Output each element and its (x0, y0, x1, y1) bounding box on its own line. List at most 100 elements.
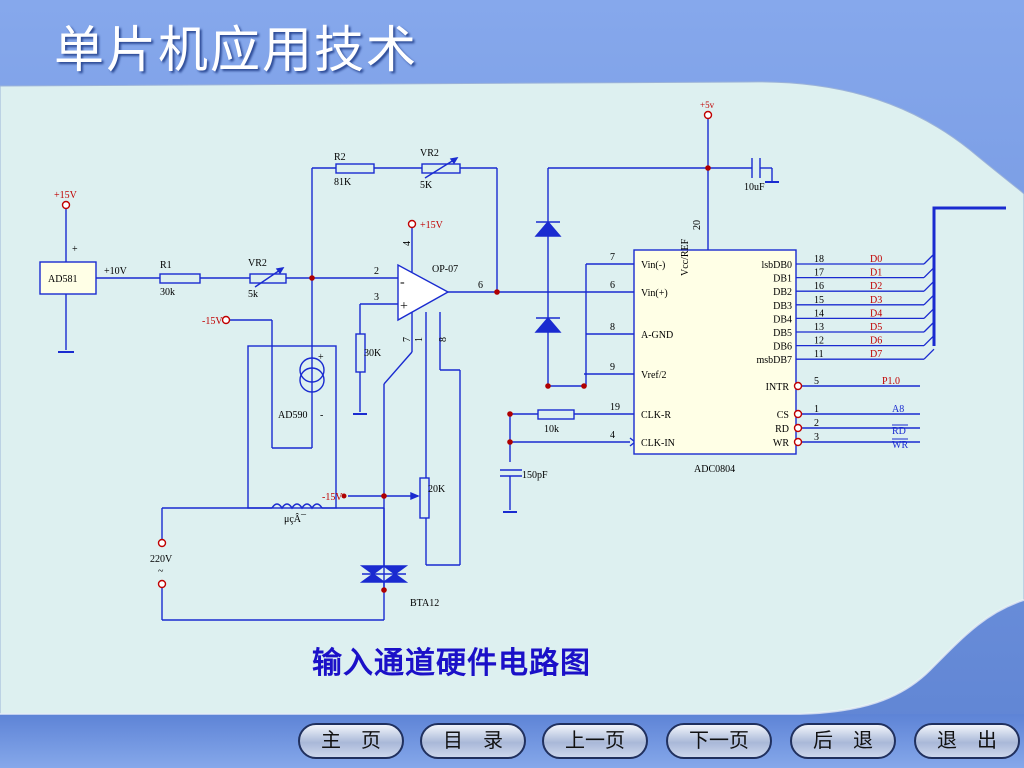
opamp-pin4: 4 (402, 241, 413, 246)
adc-left-pin-label: Vref/2 (641, 370, 667, 381)
adc-data-pin-label: DB6 (773, 342, 792, 353)
v10-label: +10V (104, 266, 128, 277)
r2-label: R2 (334, 152, 346, 163)
adc-ctrl-pin-label: RD (775, 424, 789, 435)
adc-data-pin-num: 18 (814, 254, 824, 265)
adc-label: ADC0804 (694, 464, 735, 475)
cap150-label: 150pF (522, 470, 548, 481)
ad581-supply-label: +15V (54, 190, 78, 201)
adc-data-pin-label: msbDB7 (756, 355, 792, 366)
nav-home-button[interactable]: 主 页 (298, 723, 404, 759)
r10k-label: 10k (544, 424, 559, 435)
nav-exit-button[interactable]: 退 出 (914, 723, 1020, 759)
adc-vcc-label: Vcc/REF (680, 238, 691, 276)
data-bus-net-label: D2 (870, 281, 882, 292)
adc-data-pin-label: DB3 (773, 301, 792, 312)
r30k-label: 30K (364, 348, 382, 359)
adc0804-chip (633, 249, 797, 455)
adc-left-pin-num: 4 (610, 430, 615, 441)
adc-pin20: 20 (692, 220, 703, 230)
opamp-minus: - (400, 275, 405, 290)
adc-left-pin-label: CLK-IN (641, 438, 675, 449)
adc-left-pin-num: 7 (610, 252, 615, 263)
ctrl-net-label: A8 (892, 404, 904, 415)
ad590-minus: - (320, 410, 323, 421)
vr2-input-label: VR2 (248, 258, 267, 269)
ad581-plus-label: + (72, 244, 78, 255)
slide-title: 单片机应用技术 (54, 21, 418, 79)
adc-data-pin-num: 17 (814, 268, 824, 279)
adc-data-pin-label: DB4 (773, 314, 792, 325)
adc-ctrl-pin-label: WR (773, 438, 789, 449)
heater-coil (271, 503, 323, 510)
ad581-label: AD581 (48, 274, 77, 285)
ad590-sensor (299, 357, 325, 383)
adc-ctrl-pin-num: 3 (814, 432, 819, 443)
adc-left-pin-label: Vin(+) (641, 288, 668, 299)
adc-data-pin-label: DB5 (773, 328, 792, 339)
vr2-feedback-value: 5K (420, 180, 433, 191)
ad590-label: AD590 (278, 410, 307, 421)
opamp-supply-label: +15V (420, 220, 444, 231)
ac-label: 220V (150, 554, 173, 565)
clamp-diode-bottom (534, 316, 562, 333)
nav-next-button[interactable]: 下一页 (666, 723, 772, 759)
op07-opamp (397, 263, 450, 322)
opamp-plus: + (400, 299, 408, 314)
r2-value: 81K (334, 177, 352, 188)
adc-ctrl-pin-num: 2 (814, 418, 819, 429)
r10k-resistor (537, 409, 575, 420)
data-bus-net-label: D5 (870, 322, 882, 333)
adc-data-pin-label: lsbDB0 (761, 260, 792, 271)
supply5v-label: +5v (700, 100, 715, 110)
adc-left-pin-label: Vin(-) (641, 260, 665, 271)
ad590-plus: + (318, 352, 324, 363)
pot-20k (419, 477, 430, 519)
adc-data-pin-num: 13 (814, 322, 824, 333)
ctrl-net-label: WR (892, 440, 908, 451)
opamp-pin2: 2 (374, 266, 379, 277)
opamp-pin7: 7 (402, 337, 413, 342)
r1-value: 30k (160, 287, 175, 298)
nav-contents-button[interactable]: 目 录 (420, 723, 526, 759)
opamp-pin8: 8 (438, 337, 449, 342)
vr2-input-value: 5k (248, 289, 258, 300)
diagram-caption: 输入通道硬件电路图 (312, 646, 591, 681)
triac-label: BTA12 (410, 598, 439, 609)
ac-symbol: ~ (158, 566, 164, 577)
adc-data-pin-num: 15 (814, 295, 824, 306)
adc-data-pin-label: DB1 (773, 274, 792, 285)
vr2-feedback-label: VR2 (420, 148, 439, 159)
data-bus-net-label: D1 (870, 268, 882, 279)
adc-ctrl-pin-label: INTR (766, 382, 790, 393)
adc-left-pin-num: 8 (610, 322, 615, 333)
adc-ctrl-pin-num: 1 (814, 404, 819, 415)
adc-data-pin-num: 14 (814, 308, 824, 319)
adc-left-pin-num: 9 (610, 362, 615, 373)
ctrl-net-label: RD (892, 426, 906, 437)
r1-resistor (159, 273, 201, 284)
adc-left-pin-label: CLK-R (641, 410, 671, 421)
neg15-bottom-label: -15V (322, 492, 343, 503)
data-bus-net-label: D7 (870, 349, 882, 360)
pot20k-label: 20K (428, 484, 446, 495)
data-bus-net-label: D4 (870, 308, 882, 319)
adc-data-pin-num: 12 (814, 336, 824, 347)
nav-back-button[interactable]: 后 退 (790, 723, 896, 759)
adc-ctrl-pin-label: CS (777, 410, 789, 421)
adc-left-pin-label: A-GND (641, 330, 673, 341)
adc-left-pin-num: 6 (610, 280, 615, 291)
data-bus-net-label: D6 (870, 336, 882, 347)
cap10-label: 10uF (744, 182, 765, 193)
opamp-pin3: 3 (374, 292, 379, 303)
opamp-pin1: 1 (414, 337, 425, 342)
nav-prev-button[interactable]: 上一页 (542, 723, 648, 759)
data-bus-net-label: D0 (870, 254, 882, 265)
data-bus-net-label: D3 (870, 295, 882, 306)
adc-data-pin-num: 16 (814, 281, 824, 292)
neg15-top-label: -15V (202, 316, 223, 327)
adc-data-pin-label: DB2 (773, 287, 792, 298)
adc-left-pin-num: 19 (610, 402, 620, 413)
